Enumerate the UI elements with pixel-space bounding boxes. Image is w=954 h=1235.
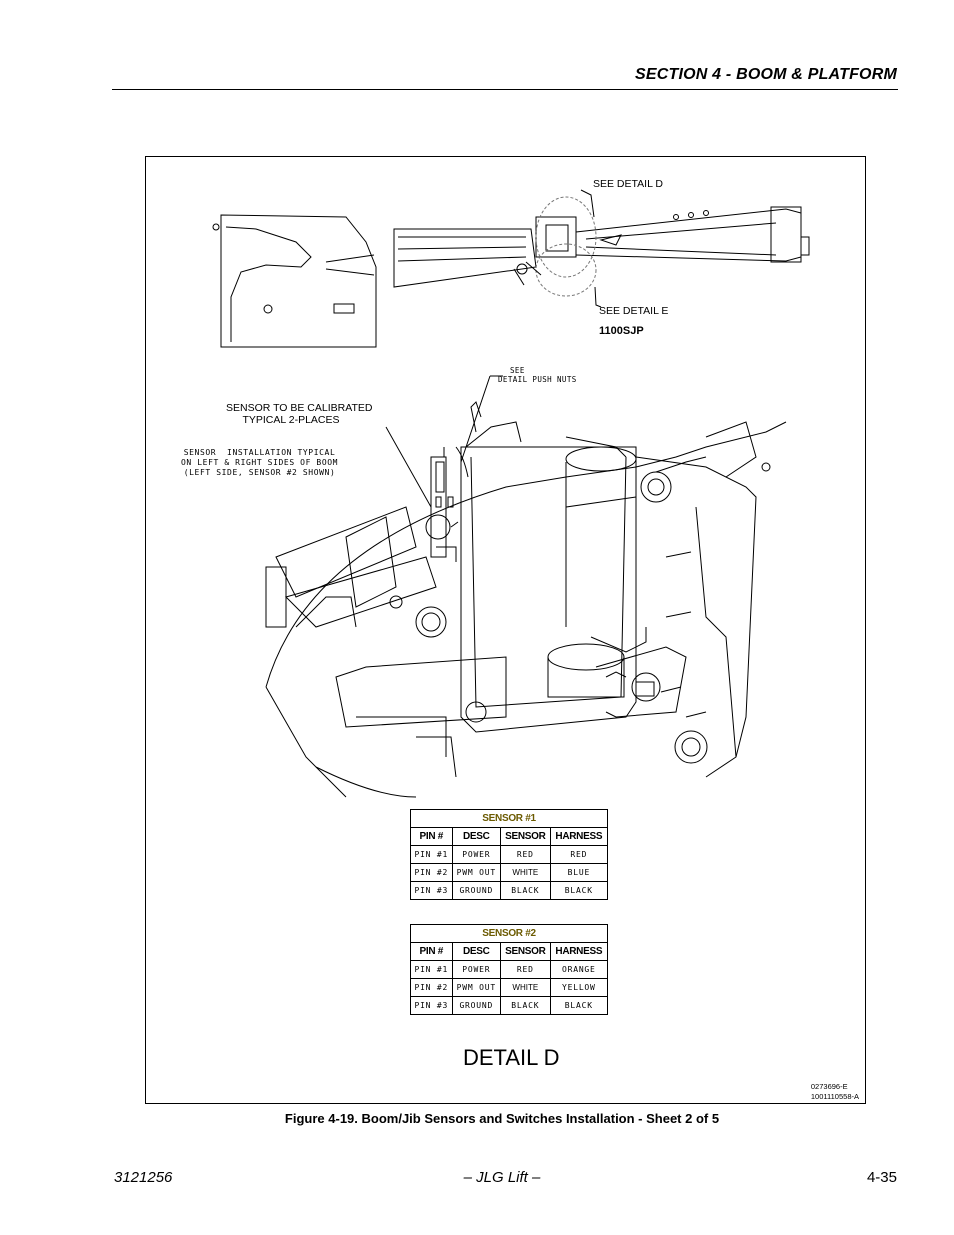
table-cell: WHITE	[499, 863, 551, 882]
table-cell: PIN #2	[410, 978, 453, 997]
footer-doc-number: 3121256	[114, 1169, 173, 1186]
table-cell: BLUE	[549, 863, 609, 882]
see-detail-d-label: SEE DETAIL D	[593, 178, 664, 190]
table-cell: BLACK	[549, 881, 609, 900]
table-header-row: PIN # DESC SENSOR HARNESS	[410, 827, 609, 846]
drawing-number: 1001110558-A	[810, 1092, 859, 1101]
table-row: PIN #1 POWER RED ORANGE	[410, 960, 609, 979]
section-title: SECTION 4 - BOOM & PLATFORM	[635, 66, 897, 83]
table-cell: PWM OUT	[451, 863, 501, 882]
footer-page-number: 4-35	[866, 1169, 897, 1186]
table-cell: BLACK	[549, 996, 609, 1015]
column-header: PIN #	[410, 942, 453, 961]
table-cell: RED	[549, 845, 609, 864]
table-cell: BLACK	[499, 881, 551, 900]
table-cell: POWER	[451, 960, 501, 979]
figure-frame: SEE DETAIL D SEE DETAIL E 1100SJP SEE DE…	[145, 156, 866, 1104]
table-cell: BLACK	[499, 996, 551, 1015]
column-header: HARNESS	[549, 942, 609, 961]
table-cell: PIN #1	[410, 960, 453, 979]
header-divider	[112, 89, 898, 90]
table-cell: GROUND	[451, 996, 501, 1015]
sensor-calibrated-line2: TYPICAL 2-PLACES	[242, 414, 340, 426]
table-row: PIN #3 GROUND BLACK BLACK	[410, 881, 609, 900]
sensor-2-table: SENSOR #2 PIN # DESC SENSOR HARNESS PIN …	[410, 924, 609, 1015]
table-row: PIN #3 GROUND BLACK BLACK	[410, 996, 609, 1015]
table-cell: PIN #3	[410, 996, 453, 1015]
column-header: DESC	[451, 827, 501, 846]
figure-caption: Figure 4-19. Boom/Jib Sensors and Switch…	[284, 1111, 720, 1126]
table-cell: PIN #2	[410, 863, 453, 882]
table-cell: GROUND	[451, 881, 501, 900]
boom-overview-drawing	[212, 189, 810, 348]
detail-title: DETAIL D	[463, 1045, 560, 1070]
see-detail-label: SEE	[510, 366, 525, 375]
table-row: PIN #2 PWM OUT WHITE BLUE	[410, 863, 609, 882]
column-header: PIN #	[410, 827, 453, 846]
table-cell: YELLOW	[549, 978, 609, 997]
table-cell: PWM OUT	[451, 978, 501, 997]
table-cell: RED	[499, 960, 551, 979]
table-header-row: PIN # DESC SENSOR HARNESS	[410, 942, 609, 961]
table-cell: ORANGE	[549, 960, 609, 979]
see-detail-e-label: SEE DETAIL E	[599, 305, 669, 317]
footer-publisher: – JLG Lift –	[463, 1169, 541, 1186]
push-nuts-label: DETAIL PUSH NUTS	[498, 375, 577, 384]
table-cell: POWER	[451, 845, 501, 864]
model-label: 1100SJP	[599, 325, 644, 337]
sensor-2-title: SENSOR #2	[410, 924, 608, 943]
boom-illustration	[212, 189, 810, 798]
installation-note: SENSOR INSTALLATION TYPICAL ON LEFT & RI…	[181, 448, 339, 477]
sensor-calibrated-note: SENSOR TO BE CALIBRATED TYPICAL 2-PLACES	[226, 402, 373, 426]
column-header: SENSOR	[499, 942, 551, 961]
sensor-1-table: SENSOR #1 PIN # DESC SENSOR HARNESS PIN …	[410, 809, 609, 900]
table-cell: PIN #1	[410, 845, 453, 864]
table-cell: PIN #3	[410, 881, 453, 900]
table-cell: RED	[499, 845, 551, 864]
column-header: DESC	[451, 942, 501, 961]
table-row: PIN #1 POWER RED RED	[410, 845, 609, 864]
column-header: SENSOR	[499, 827, 551, 846]
table-row: PIN #2 PWM OUT WHITE YELLOW	[410, 978, 609, 997]
drawing-numbers: 0273696-E 1001110558-A	[811, 1082, 859, 1102]
detail-d-drawing	[265, 375, 787, 798]
column-header: HARNESS	[549, 827, 609, 846]
drawing-number: 0273696-E	[810, 1082, 848, 1091]
sensor-1-title: SENSOR #1	[410, 809, 608, 828]
sensor-calibrated-line1: SENSOR TO BE CALIBRATED	[226, 402, 373, 414]
table-cell: WHITE	[499, 978, 551, 997]
